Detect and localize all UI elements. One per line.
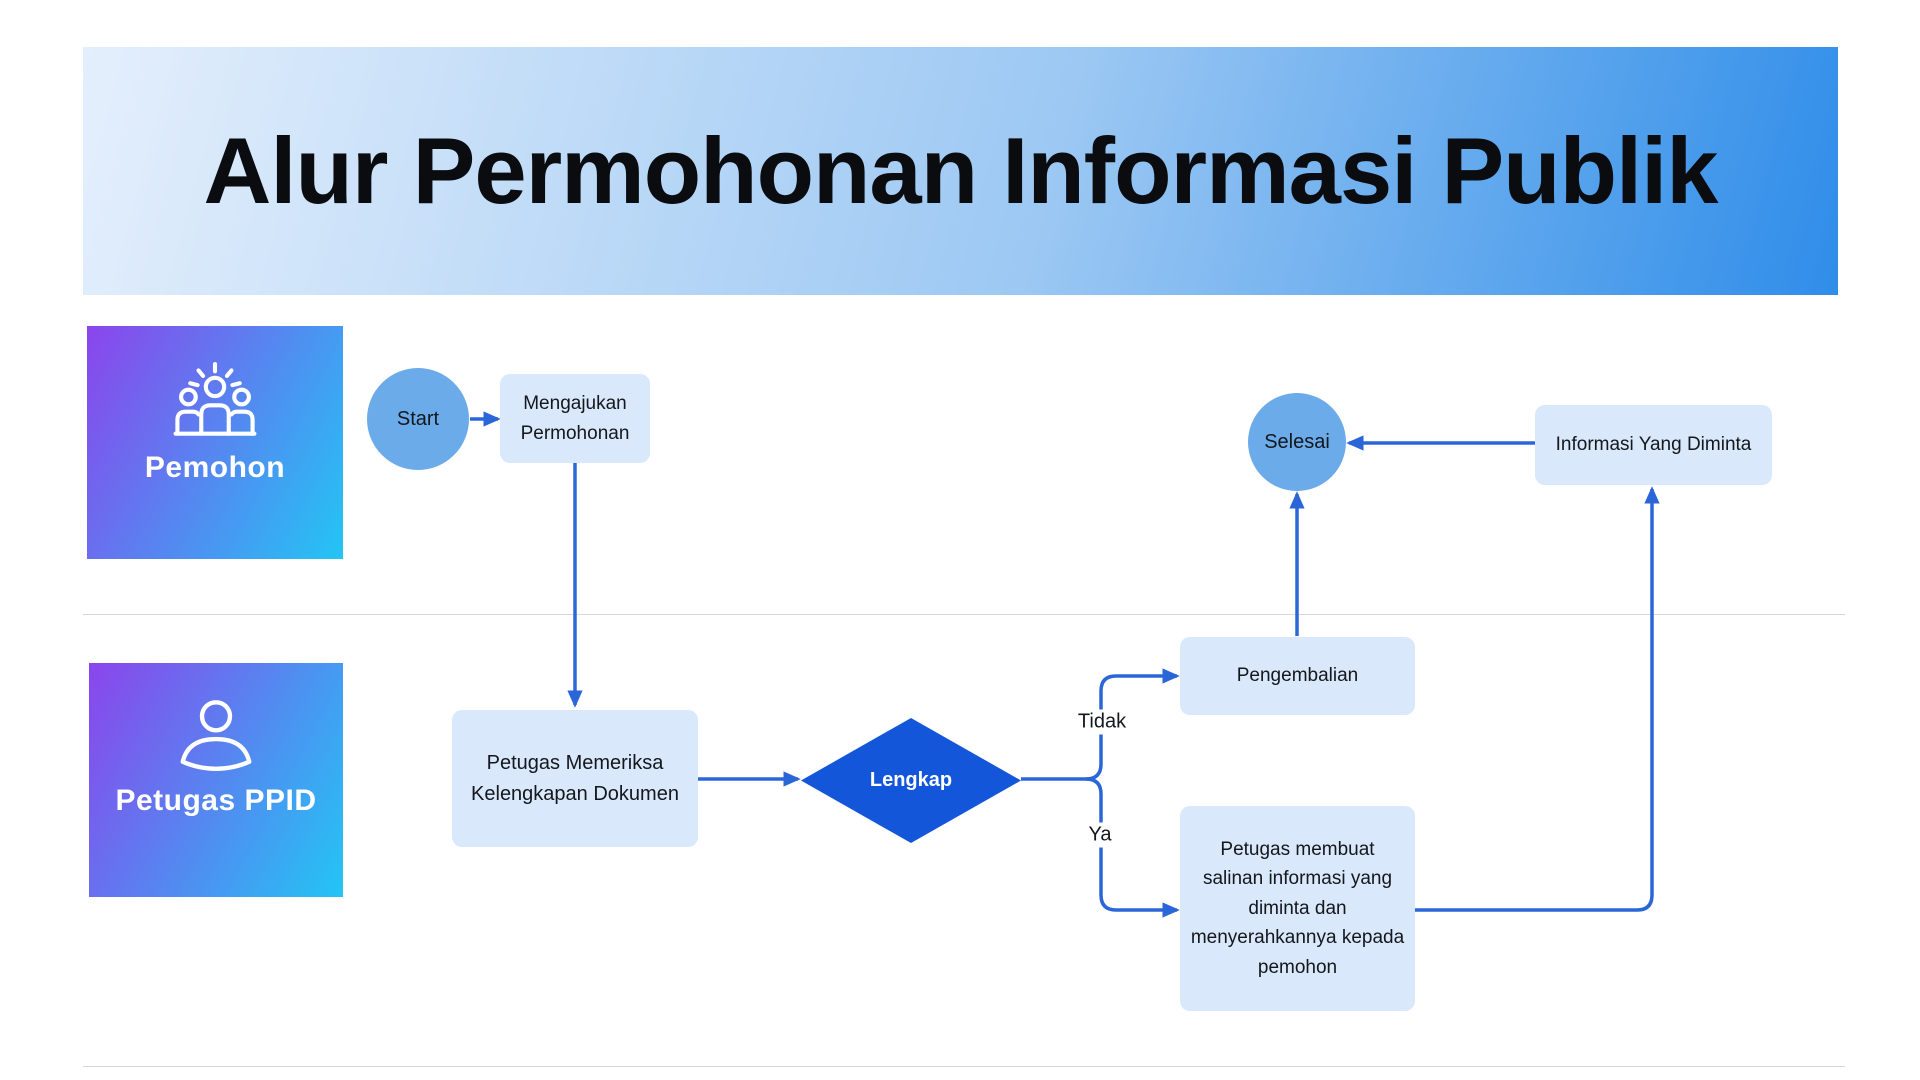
node-selesai-label: Selesai — [1264, 430, 1330, 453]
lane-card-pemohon: Pemohon — [87, 326, 343, 559]
node-start: Start — [367, 368, 469, 470]
node-pengembalian-label: Pengembalian — [1236, 665, 1359, 687]
node-lengkap-decision: Lengkap — [801, 718, 1021, 843]
lane-divider-bottom — [83, 1066, 1845, 1067]
person-icon — [180, 700, 252, 771]
node-selesai: Selesai — [1248, 393, 1346, 491]
node-informasi-yang-diminta: Informasi Yang Diminta — [1535, 405, 1772, 485]
lane-card-petugas-ppid: Petugas PPID — [89, 663, 343, 897]
lane-label-petugas-ppid: Petugas PPID — [115, 784, 317, 817]
node-petugas-membuat-salinan: Petugas membuat salinan informasi yang d… — [1180, 806, 1415, 1011]
lane-label-pemohon: Pemohon — [144, 450, 286, 484]
node-salinan-label: Petugas membuat salinan informasi yang d… — [1190, 838, 1405, 978]
node-petugas-memeriksa: Petugas Memeriksa Kelengkapan Dokumen — [452, 710, 698, 847]
edge-label-tidak: Tidak — [1072, 709, 1132, 735]
node-pengembalian: Pengembalian — [1180, 637, 1415, 715]
page-title: Alur Permohonan Informasi Publik — [203, 118, 1719, 223]
header-banner: Alur Permohonan Informasi Publik — [83, 47, 1838, 295]
node-lengkap-label: Lengkap — [869, 769, 953, 791]
node-memeriksa-label: Petugas Memeriksa Kelengkapan Dokumen — [471, 751, 679, 805]
node-mengajukan-permohonan: Mengajukan Permohonan — [500, 374, 650, 463]
lane-divider-top — [83, 614, 1845, 615]
node-informasi-label: Informasi Yang Diminta — [1555, 434, 1752, 456]
node-mengajukan-label: Mengajukan Permohonan — [520, 393, 630, 444]
people-group-icon — [173, 361, 257, 436]
node-start-label: Start — [396, 407, 440, 430]
edge-label-ya: Ya — [1083, 822, 1117, 848]
edge-salinan-to-informasi — [1415, 486, 1660, 912]
